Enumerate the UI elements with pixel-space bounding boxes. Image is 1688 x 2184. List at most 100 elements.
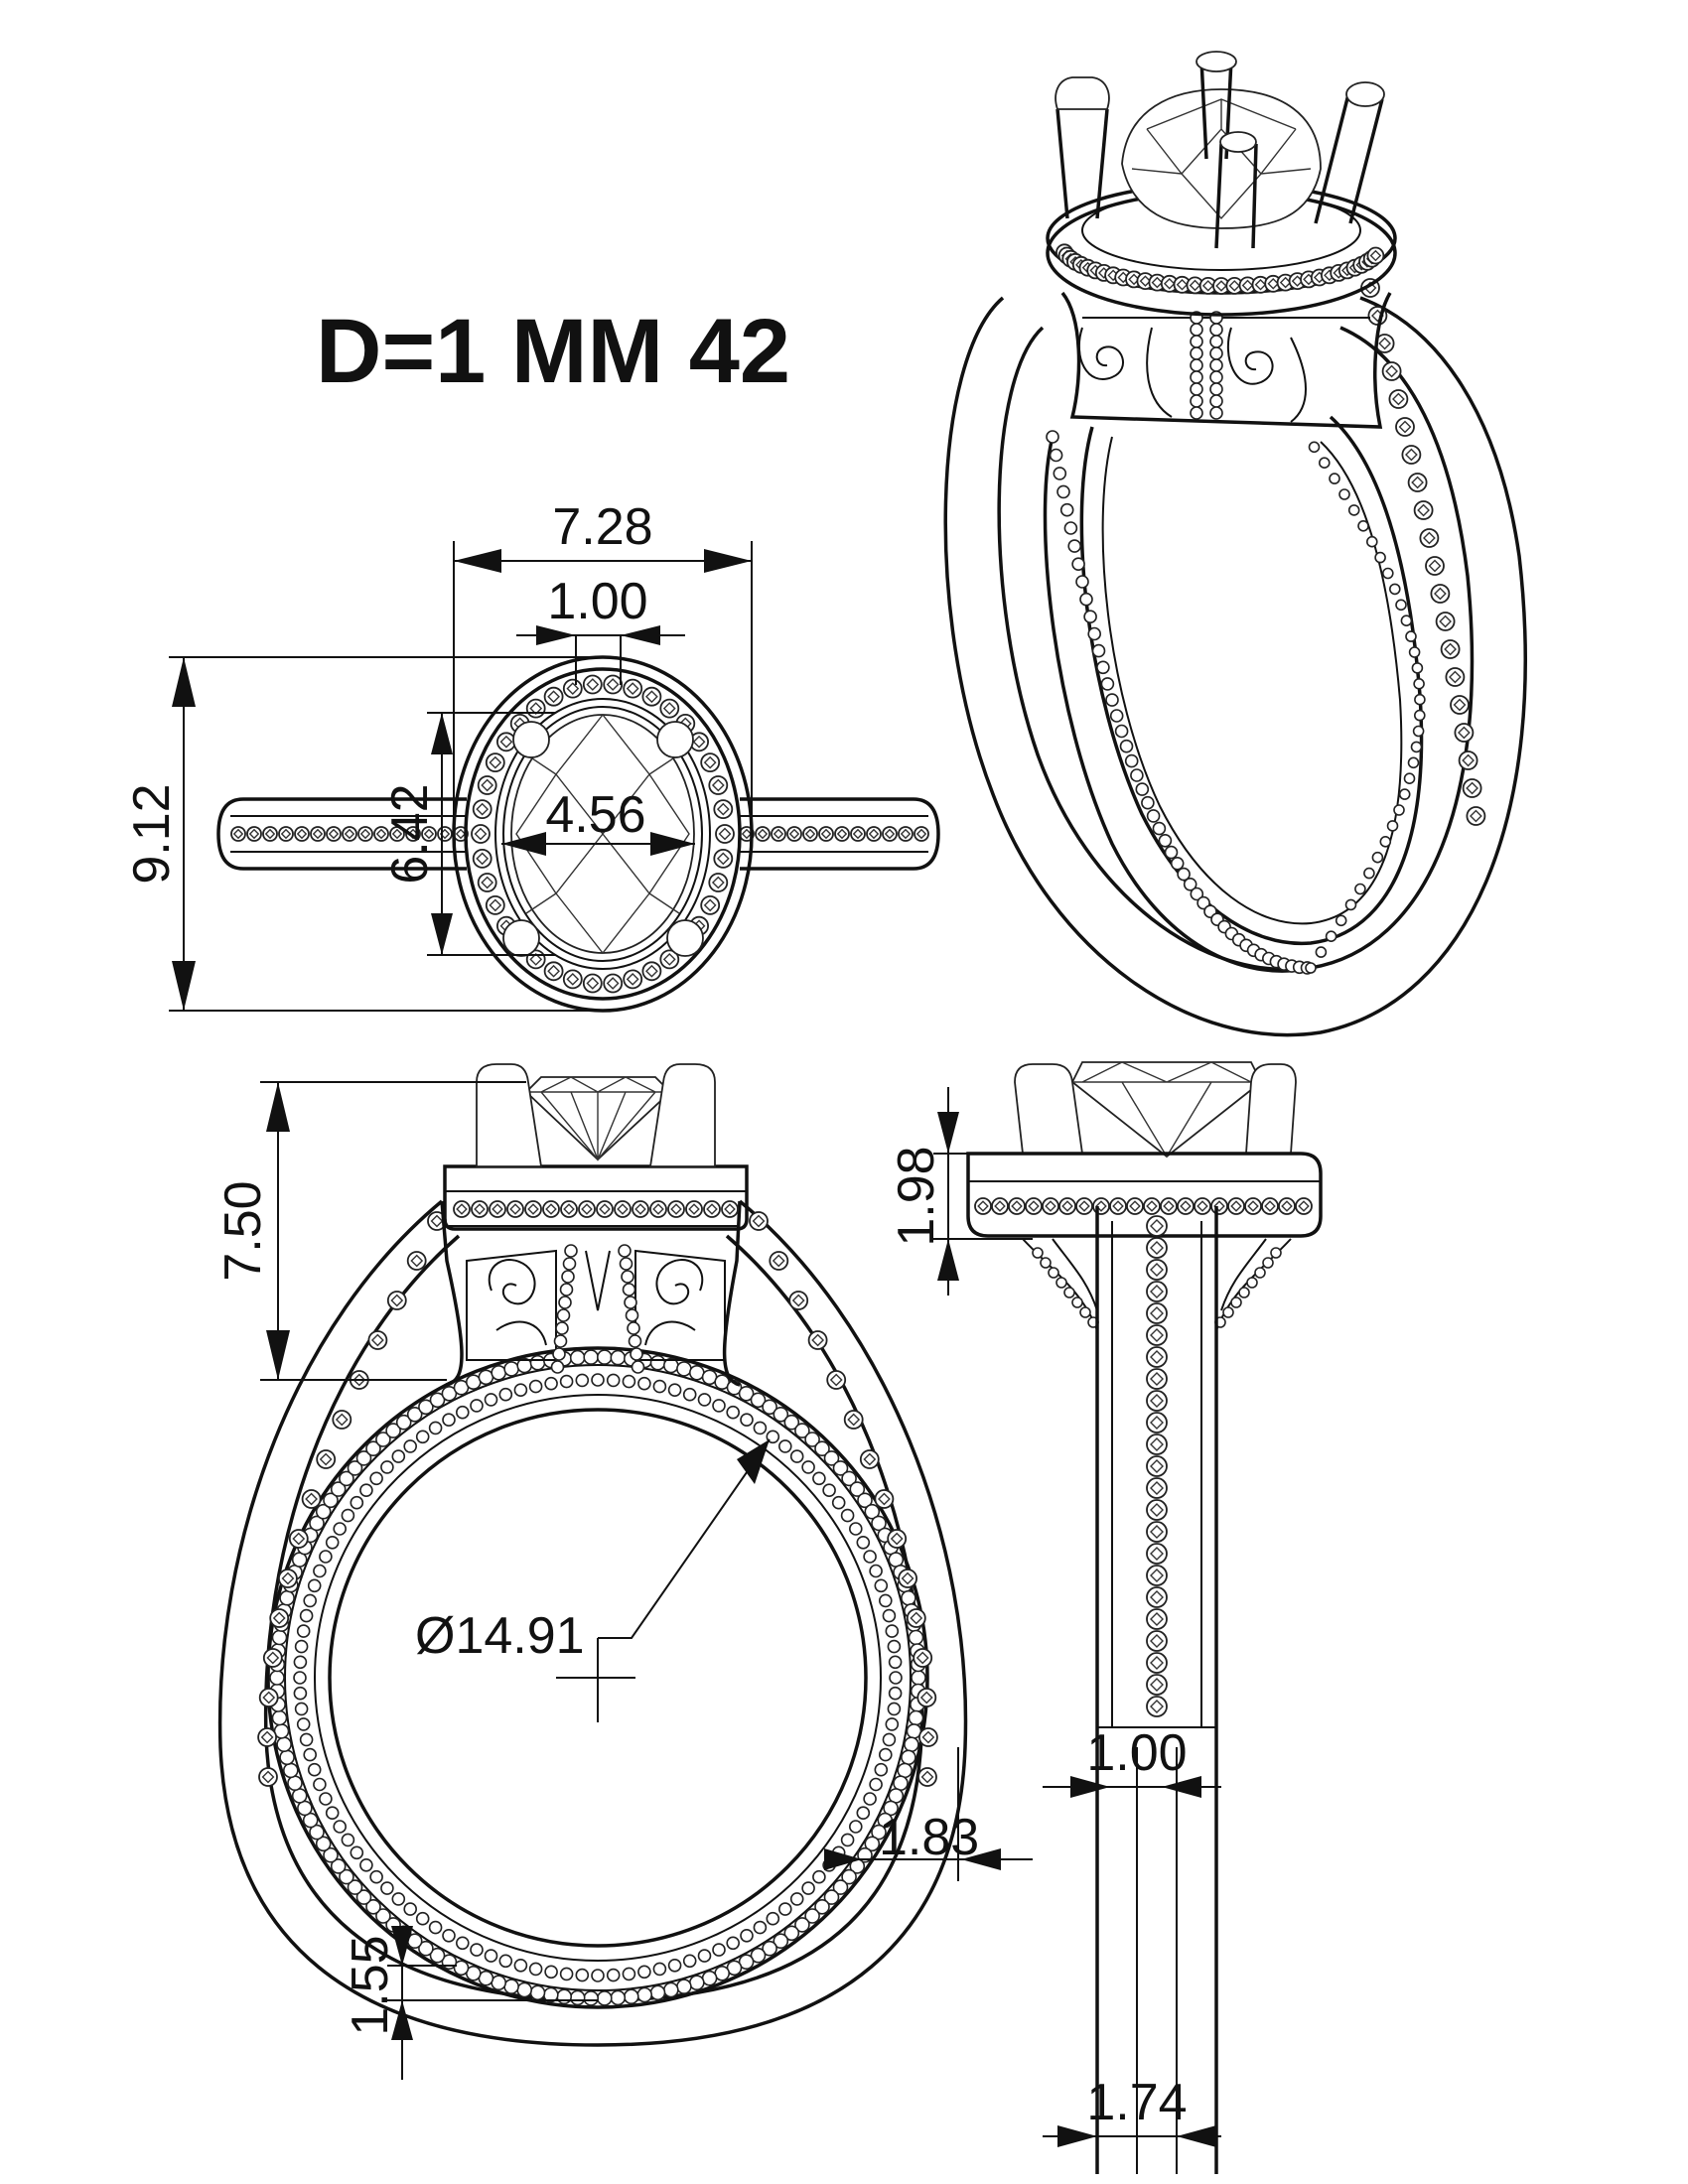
shank-pave-stone — [843, 1410, 864, 1430]
pave-stone-facet — [772, 1254, 785, 1268]
milgrain-bead — [1319, 457, 1331, 470]
halo-pave-stone — [974, 1197, 992, 1215]
pave-stone-facet — [1423, 531, 1436, 545]
pave-stone-facet — [292, 1532, 306, 1546]
front-view-dimensions: 7.50 Ø14.91 1.83 1.55 — [214, 1081, 1033, 2080]
milgrain-bead — [676, 1361, 692, 1377]
basket-bead — [1262, 1257, 1274, 1269]
dim-shank-bottom: 1.55 — [342, 1935, 399, 2035]
milgrain-bead — [1405, 630, 1417, 642]
milgrain-bead — [1079, 592, 1093, 607]
pave-stone-facet — [919, 1691, 933, 1705]
milgrain-bead — [904, 1736, 919, 1752]
pave-stone-facet — [566, 972, 580, 986]
pave-stone-facet — [481, 778, 494, 792]
pave-stone-facet — [645, 690, 658, 704]
milgrain-bead — [313, 1564, 327, 1578]
shank-pave-stone — [1401, 445, 1422, 465]
basket-bead — [1190, 394, 1203, 408]
shank-pave-stone — [421, 826, 437, 842]
milgrain-bead — [307, 1762, 322, 1777]
basket-bead — [1190, 406, 1203, 420]
pave-stone-facet — [703, 755, 717, 769]
milgrain-bead — [428, 1920, 443, 1935]
milgrain-bead — [296, 1624, 311, 1638]
milgrain-bead — [559, 1967, 574, 1981]
halo-pave-stone — [1109, 1197, 1127, 1215]
milgrain-bead — [330, 1858, 347, 1874]
pave-stone-facet — [652, 1203, 664, 1215]
pave-stone-facet — [328, 828, 340, 840]
halo-pave-stone — [685, 1200, 703, 1218]
pave-stone-facet — [305, 1492, 318, 1506]
milgrain-bead — [682, 1954, 697, 1969]
halo-pave-stone — [603, 674, 624, 695]
pave-stone-facet — [716, 802, 730, 816]
milgrain-bead — [1366, 535, 1378, 548]
gallery-bead — [622, 1283, 636, 1297]
pave-stone-facet — [1449, 670, 1462, 684]
shank-pave-stone — [1425, 556, 1445, 576]
halo-pave-stone — [1160, 1197, 1178, 1215]
milgrain-bead — [350, 1495, 364, 1510]
milgrain-bead — [365, 1440, 381, 1456]
pave-stone-facet — [262, 1691, 276, 1705]
milgrain-bead — [882, 1732, 897, 1747]
milgrain-bead — [822, 1483, 836, 1497]
milgrain-bead — [406, 1407, 423, 1423]
milgrain-bead — [662, 1981, 679, 1998]
basket-bead — [1190, 358, 1203, 372]
perspective-view — [943, 51, 1527, 1037]
pave-stone-facet — [752, 1214, 766, 1228]
milgrain-bead — [726, 1936, 741, 1951]
pave-stone-facet — [994, 1200, 1006, 1212]
halo-pave-stone — [477, 873, 497, 892]
band-pave-stone — [1146, 1302, 1168, 1324]
gallery-bead — [630, 1347, 643, 1361]
shank-pave-stone — [277, 1569, 298, 1588]
milgrain-bead — [888, 1655, 903, 1670]
milgrain-bead — [1053, 467, 1067, 480]
milgrain-bead — [271, 1629, 288, 1646]
shank-pave-stone — [1413, 500, 1434, 520]
pave-stone-facet — [456, 1203, 468, 1215]
shank-pave-stone — [258, 1688, 279, 1707]
shank-pave-stone — [1430, 584, 1451, 604]
halo-pave-stone — [700, 895, 721, 915]
milgrain-bead — [1411, 662, 1424, 674]
pave-stone-facet — [1112, 1200, 1124, 1212]
dim-stone-length: 6.42 — [381, 783, 439, 884]
milgrain-bead — [333, 1820, 348, 1834]
milgrain-bead — [529, 1984, 546, 2001]
basket-bead — [1032, 1247, 1044, 1259]
halo-pave-stone — [721, 1200, 739, 1218]
milgrain-bead — [841, 1868, 857, 1885]
halo-pave-stone — [485, 895, 505, 915]
basket-bead — [1209, 370, 1223, 384]
pave-stone-facet — [296, 828, 308, 840]
dim-inner-diameter: Ø14.91 — [415, 1607, 585, 1665]
band-pave-stone — [1146, 1281, 1168, 1302]
milgrain-bead — [293, 1655, 308, 1670]
halo-pave-stone — [1366, 246, 1385, 265]
milgrain-bead — [355, 1889, 372, 1905]
milgrain-bead — [1119, 739, 1134, 753]
basket-bead — [1048, 1267, 1059, 1279]
milgrain-bead — [528, 1962, 543, 1977]
band-pave-stone — [1146, 1368, 1168, 1390]
pave-stone-facet — [662, 953, 676, 966]
milgrain-bead — [893, 1775, 909, 1791]
milgrain-bead — [359, 1858, 373, 1872]
halo-pave-stone — [542, 1200, 560, 1218]
milgrain-bead — [339, 1470, 354, 1487]
milgrain-bead — [1152, 821, 1167, 836]
pave-stone-facet — [1150, 1590, 1164, 1604]
milgrain-bead — [823, 1889, 840, 1905]
milgrain-bead — [1100, 677, 1115, 691]
pave-stone-facet — [563, 1203, 575, 1215]
milgrain-bead — [1105, 693, 1119, 707]
pave-stone-facet — [599, 1203, 611, 1215]
milgrain-bead — [484, 1393, 498, 1407]
pave-stone-facet — [1385, 364, 1398, 378]
halo-pave-stone — [1025, 1197, 1043, 1215]
